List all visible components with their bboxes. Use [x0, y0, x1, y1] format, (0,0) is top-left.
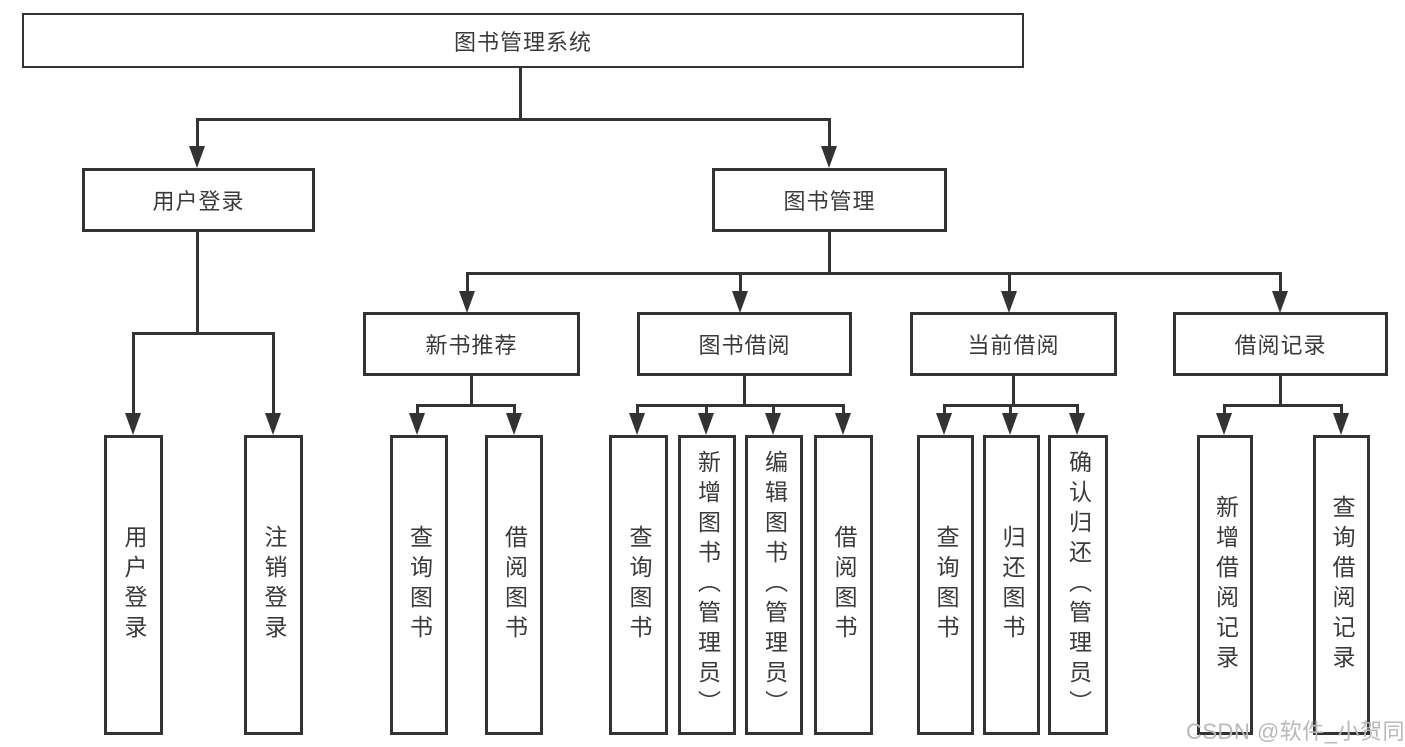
node-user-login: 用户登录	[82, 168, 315, 232]
leaf-query-books-borrowing: 查询图书	[609, 435, 668, 735]
arrowhead-book-management	[821, 146, 837, 168]
arrowhead-query-books-3	[936, 413, 952, 435]
connector-level2-bus	[196, 118, 831, 121]
connector-new-book-shaft	[466, 272, 469, 293]
arrowhead-new-book-recommendation	[459, 291, 475, 313]
node-book-management: 图书管理	[712, 168, 947, 232]
arrowhead-edit-book-admin	[765, 413, 781, 435]
arrowhead-return-books	[1002, 413, 1018, 435]
node-current-borrowing: 当前借阅	[910, 312, 1117, 376]
connector-leaf-shaft	[1009, 404, 1012, 417]
node-library-management-system: 图书管理系统	[22, 13, 1024, 68]
arrowhead-current-borrowing	[1001, 291, 1017, 313]
connector-leaf-shaft	[842, 404, 845, 417]
connector-user-login-drop	[196, 232, 199, 335]
leaf-confirm-return-admin: 确认归还（管理员）	[1048, 435, 1108, 735]
connector-leaf-shaft	[1223, 404, 1226, 417]
connector-borrowing-records-shaft	[1279, 272, 1282, 293]
leaf-edit-book-admin: 编辑图书（管理员）	[745, 435, 803, 735]
leaf-query-books-recommend: 查询图书	[390, 435, 448, 735]
connector-book-borrowing-shaft	[739, 272, 742, 293]
leaf-add-borrow-record: 新增借阅记录	[1197, 435, 1253, 735]
connector-leaf-shaft	[416, 404, 419, 417]
arrowhead-borrowing-records	[1272, 291, 1288, 313]
arrowhead-add-book-admin	[698, 413, 714, 435]
csdn-watermark: CSDN @软件_小贺同学	[1186, 719, 1405, 744]
node-new-book-recommendation: 新书推荐	[363, 312, 580, 376]
connector-leaf-shaft	[513, 404, 516, 417]
leaf-return-books: 归还图书	[983, 435, 1040, 735]
connector-leaf-shaft	[705, 404, 708, 417]
arrowhead-borrow-books-2	[835, 413, 851, 435]
connector-borrowing-records-drop	[1279, 376, 1282, 407]
connector-leaf-shaft	[772, 404, 775, 417]
node-book-borrowing: 图书借阅	[637, 312, 852, 376]
arrowhead-query-borrow-record	[1333, 413, 1349, 435]
leaf-borrow-books: 借阅图书	[814, 435, 873, 735]
node-borrowing-records: 借阅记录	[1173, 312, 1388, 376]
connector-book-management-drop	[828, 232, 831, 275]
connector-current-borrowing-shaft	[1008, 272, 1011, 293]
leaf-add-book-admin: 新增图书（管理员）	[678, 435, 736, 735]
arrowhead-user-login	[189, 146, 205, 168]
arrowhead-leaf-logout	[265, 413, 281, 435]
arrowhead-book-borrowing	[732, 291, 748, 313]
connector-user-login-bus	[132, 332, 275, 335]
connector-new-book-drop	[470, 376, 473, 407]
connector-leaf-shaft	[636, 404, 639, 417]
arrowhead-add-borrow-record	[1216, 413, 1232, 435]
connector-root-drop	[519, 68, 522, 121]
connector-leaf-user-login-shaft	[132, 332, 135, 415]
leaf-query-books-current: 查询图书	[917, 435, 974, 735]
connector-level3-bus	[466, 272, 1282, 275]
connector-book-borrowing-bus	[636, 404, 845, 407]
arrowhead-query-books-2	[629, 413, 645, 435]
connector-leaf-shaft	[1340, 404, 1343, 417]
connector-book-borrowing-drop	[743, 376, 746, 407]
arrowhead-confirm-return-admin	[1069, 413, 1085, 435]
arrowhead-borrow-books-1	[506, 413, 522, 435]
connector-leaf-logout-shaft	[272, 332, 275, 415]
arrowhead-query-books-1	[409, 413, 425, 435]
leaf-query-borrow-record: 查询借阅记录	[1313, 435, 1370, 735]
arrowhead-leaf-user-login	[125, 413, 141, 435]
connector-new-book-bus	[416, 404, 516, 407]
connector-user-login-shaft	[196, 118, 199, 150]
connector-leaf-shaft	[1076, 404, 1079, 417]
leaf-borrow-books-recommend: 借阅图书	[485, 435, 543, 735]
connector-leaf-shaft	[943, 404, 946, 417]
leaf-logout: 注销登录	[244, 435, 303, 735]
connector-current-borrowing-drop	[1012, 376, 1015, 407]
connector-borrowing-records-bus	[1223, 404, 1343, 407]
leaf-user-login: 用户登录	[104, 435, 163, 735]
connector-book-management-shaft	[828, 118, 831, 150]
